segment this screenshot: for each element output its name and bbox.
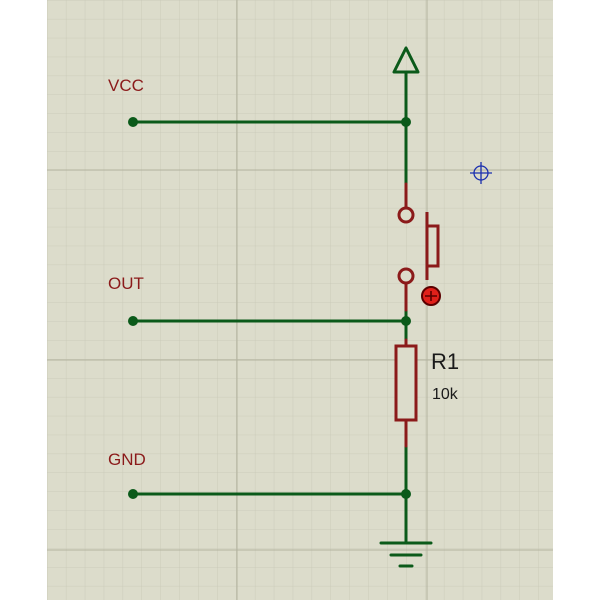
- ground-icon[interactable]: [379, 541, 433, 568]
- junction-dots: [128, 117, 411, 499]
- terminal-vcc[interactable]: [128, 117, 138, 127]
- pushbutton-icon[interactable]: [397, 206, 440, 285]
- junction-gnd: [401, 489, 411, 499]
- resistor-icon[interactable]: [394, 344, 418, 422]
- terminal-gnd[interactable]: [128, 489, 138, 499]
- net-label-vcc: VCC: [108, 76, 144, 95]
- net-label-out: OUT: [108, 274, 144, 293]
- terminal-out[interactable]: [128, 316, 138, 326]
- junction-vcc: [401, 117, 411, 127]
- crosshair-cursor-icon: [470, 162, 492, 184]
- probe-marker-icon[interactable]: [421, 286, 441, 306]
- resistor-value-label: 10k: [432, 386, 459, 403]
- resistor-ref-label: R1: [431, 349, 459, 374]
- schematic-grid: [47, 0, 553, 600]
- junction-out: [401, 316, 411, 326]
- net-label-gnd: GND: [108, 450, 146, 469]
- schematic-major-grid: [47, 0, 553, 600]
- power-arrow-icon[interactable]: [392, 46, 420, 74]
